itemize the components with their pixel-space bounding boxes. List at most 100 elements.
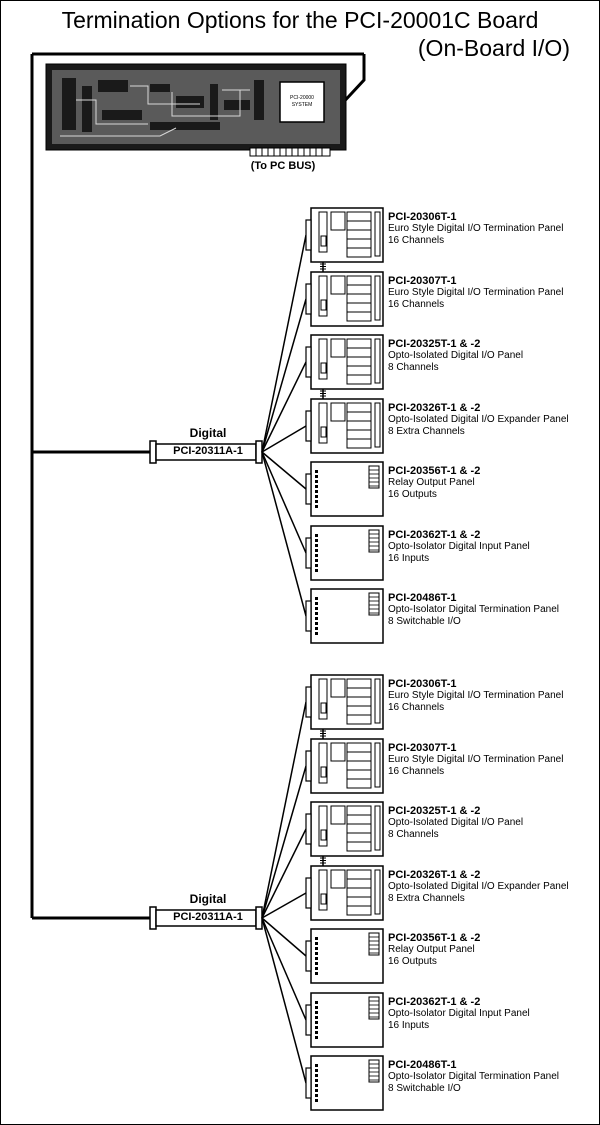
terminal-block bbox=[346, 887, 372, 898]
fan-line bbox=[261, 451, 307, 554]
pc-bus-connector bbox=[249, 147, 331, 157]
termination-panel bbox=[305, 461, 384, 517]
panel-title: PCI-20362T-1 & -2 bbox=[388, 529, 481, 541]
panel-chip bbox=[330, 678, 346, 698]
panel-detail: 16 Outputs bbox=[388, 956, 437, 967]
terminal-strip bbox=[374, 805, 381, 851]
panel-description: Opto-Isolated Digital I/O Panel bbox=[388, 817, 524, 828]
termination-panel bbox=[305, 801, 384, 857]
panel-connector bbox=[305, 1067, 312, 1099]
panel-chip bbox=[330, 275, 346, 295]
pin bbox=[315, 632, 318, 635]
panel-title: PCI-20326T-1 & -2 bbox=[388, 402, 481, 414]
terminal-block bbox=[346, 374, 372, 385]
panel-description: Euro Style Digital I/O Termination Panel bbox=[388, 287, 564, 298]
pci-board: PCI-20000 SYSTEM bbox=[45, 63, 347, 157]
terminal-block bbox=[346, 814, 372, 825]
pin bbox=[315, 1011, 318, 1014]
panel-chip bbox=[330, 338, 346, 358]
panel-title: PCI-20307T-1 bbox=[388, 742, 457, 754]
panel-connector bbox=[305, 600, 312, 632]
panel-connector bbox=[305, 1004, 312, 1036]
panel-jumper bbox=[320, 829, 327, 841]
pin bbox=[315, 534, 318, 537]
terminal-block bbox=[346, 365, 372, 376]
panel-header bbox=[318, 805, 328, 847]
pin bbox=[315, 597, 318, 600]
pc-bus-label: (To PC BUS) bbox=[250, 160, 316, 172]
terminal-block bbox=[346, 420, 372, 431]
fan-line bbox=[261, 298, 307, 453]
pin bbox=[315, 1094, 318, 1097]
pin bbox=[315, 1036, 318, 1039]
termination-panel bbox=[305, 928, 384, 984]
panel-description: Opto-Isolated Digital I/O Panel bbox=[388, 350, 524, 361]
terminal-strip bbox=[374, 869, 381, 915]
termination-panel bbox=[305, 674, 384, 730]
panel-title: PCI-20486T-1 bbox=[388, 592, 457, 604]
terminal-block bbox=[346, 338, 372, 349]
terminal-block bbox=[346, 284, 372, 295]
panel-description: Relay Output Panel bbox=[388, 477, 475, 488]
panel-connector bbox=[305, 283, 312, 315]
panel-detail: 8 Channels bbox=[388, 829, 439, 840]
termination-panel bbox=[305, 271, 384, 327]
pin bbox=[315, 1001, 318, 1004]
panel-title: PCI-20307T-1 bbox=[388, 275, 457, 287]
diagram-title: Termination Options for the PCI-20001C B… bbox=[61, 7, 539, 33]
fan-line bbox=[261, 361, 307, 453]
termination-group bbox=[149, 207, 384, 644]
panel-detail: 8 Switchable I/O bbox=[388, 616, 461, 627]
terminal-block bbox=[346, 429, 372, 440]
board-traces bbox=[60, 85, 250, 137]
terminal-block bbox=[346, 411, 372, 422]
panel-chip bbox=[330, 869, 346, 889]
termination-group bbox=[149, 674, 384, 1111]
terminal-block bbox=[346, 805, 372, 816]
terminal-strip bbox=[368, 529, 380, 553]
pin bbox=[315, 967, 318, 970]
panel-connector bbox=[305, 813, 312, 845]
pin bbox=[315, 972, 318, 975]
panel-header bbox=[318, 338, 328, 380]
terminal-block bbox=[346, 211, 372, 222]
pin bbox=[315, 962, 318, 965]
panel-connector bbox=[305, 686, 312, 718]
main-bus bbox=[30, 52, 366, 920]
panel-connector bbox=[305, 219, 312, 251]
panel-chip bbox=[330, 742, 346, 762]
board-bracket-line bbox=[336, 54, 366, 110]
terminal-strip bbox=[374, 275, 381, 321]
pin bbox=[315, 569, 318, 572]
panel-connector bbox=[305, 750, 312, 782]
terminal-block bbox=[346, 247, 372, 258]
pin bbox=[315, 1089, 318, 1092]
pin bbox=[315, 480, 318, 483]
fan-line bbox=[261, 765, 307, 919]
panel-connector bbox=[305, 877, 312, 909]
panel-connector bbox=[305, 410, 312, 442]
fan-line bbox=[261, 701, 307, 919]
panel-detail: 8 Extra Channels bbox=[388, 893, 465, 904]
pin bbox=[315, 957, 318, 960]
terminal-block bbox=[346, 878, 372, 889]
pin bbox=[315, 607, 318, 610]
pin bbox=[315, 549, 318, 552]
pc-bus-pins bbox=[255, 148, 323, 156]
pin bbox=[315, 490, 318, 493]
pin bbox=[315, 1026, 318, 1029]
terminal-block bbox=[346, 238, 372, 249]
panel-jumper bbox=[320, 766, 327, 778]
pin bbox=[315, 1069, 318, 1072]
terminal-block bbox=[346, 769, 372, 780]
pin bbox=[315, 627, 318, 630]
panel-connector bbox=[305, 346, 312, 378]
pin bbox=[315, 1006, 318, 1009]
system-chip bbox=[279, 81, 325, 123]
cable-heading: Digital bbox=[189, 892, 227, 906]
